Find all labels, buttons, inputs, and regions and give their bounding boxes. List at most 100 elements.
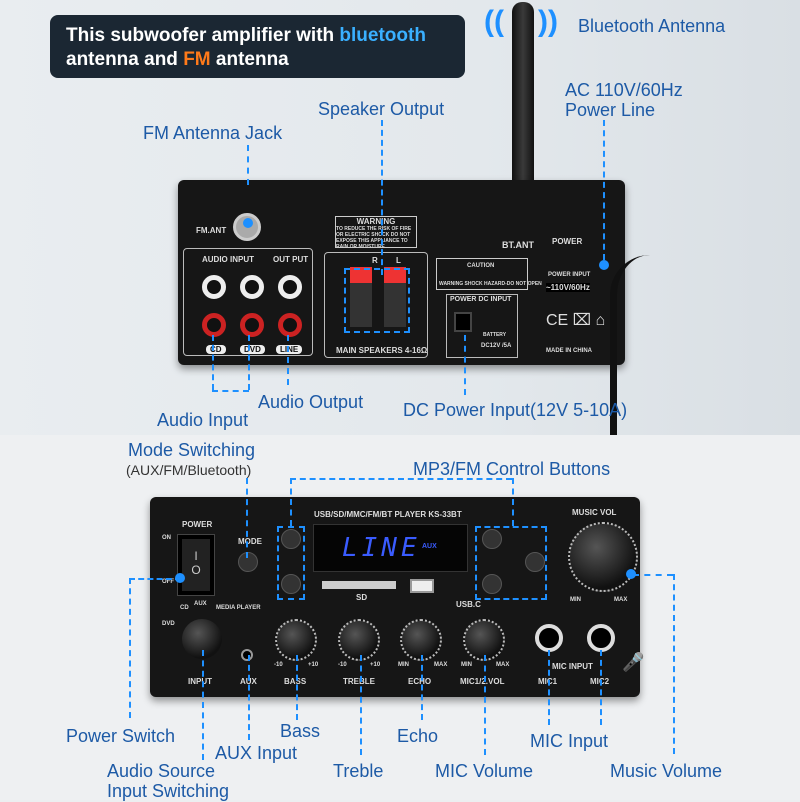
warning-title: WARNING: [356, 217, 396, 226]
mic2-jack[interactable]: [587, 624, 615, 652]
callout-dot: [243, 218, 253, 228]
rca-jack[interactable]: [240, 275, 264, 299]
usb-label: USB.C: [456, 600, 481, 609]
shock-warning: WARNING SHOCK HAZARD-DO NOT OPEN: [439, 281, 542, 287]
dvd-option: DVD: [162, 621, 175, 627]
callout-line: [633, 574, 673, 576]
warning-label: WARNING TO REDUCE THE RISK OF FIRE OR EL…: [335, 216, 417, 248]
callout-line: [246, 478, 248, 558]
callout-line: [129, 578, 181, 580]
dc-panel: [446, 294, 518, 358]
echo-callout: Echo: [397, 726, 439, 746]
mic-input-callout: MIC Input: [530, 731, 609, 751]
audio-input-label: AUDIO INPUT: [202, 255, 254, 264]
echo-max: MAX: [434, 662, 448, 668]
sd-slot[interactable]: [322, 581, 396, 589]
bass-knob[interactable]: [275, 619, 317, 661]
display-mode: AUX: [422, 543, 437, 550]
audio-input-callout: Audio Input: [157, 410, 249, 430]
callout-line: [202, 650, 204, 760]
headline-text: This subwoofer amplifier with: [66, 25, 340, 46]
mp3-buttons-callout: MP3/FM Control Buttons: [413, 459, 611, 479]
repeat-button[interactable]: [281, 574, 301, 594]
mode-button[interactable]: [238, 552, 258, 572]
off-label: OFF: [162, 579, 174, 585]
stop-button[interactable]: [281, 529, 301, 549]
speaker-terminal-r[interactable]: [350, 267, 372, 327]
mic-max: MAX: [496, 662, 510, 668]
audio-source-callout-2: Input Switching: [107, 781, 230, 801]
previous-button[interactable]: [482, 529, 502, 549]
mic1-jack[interactable]: [535, 624, 563, 652]
mic-min: MIN: [461, 662, 472, 668]
ce-mark: CE ⌧ ⌂: [546, 312, 606, 329]
speaker-terminal-l[interactable]: [384, 267, 406, 327]
dc-jack[interactable]: [454, 312, 472, 332]
fm-ant-label: FM.ANT: [196, 226, 227, 235]
treble-min: -10: [338, 662, 347, 668]
music-vol-label: MUSIC VOL: [572, 508, 617, 517]
rca-jack[interactable]: [278, 275, 302, 299]
microphone-icon: 🎤: [622, 652, 645, 672]
callout-line: [600, 650, 602, 725]
callout-line: [484, 655, 486, 755]
made-in-label: MADE IN CHINA: [546, 348, 592, 354]
echo-knob[interactable]: [400, 619, 442, 661]
audio-output-callout: Audio Output: [258, 392, 364, 412]
max-label: MAX: [614, 597, 628, 603]
next-button[interactable]: [482, 574, 502, 594]
music-volume-callout: Music Volume: [610, 761, 723, 781]
callout-line: [296, 655, 298, 720]
callout-line: [290, 478, 292, 526]
dc-rating: DC12V /5A: [481, 343, 512, 349]
usb-port[interactable]: [410, 579, 434, 593]
cd-option: CD: [180, 605, 189, 611]
power-cord: [610, 255, 650, 435]
fm-jack-callout: FM Antenna Jack: [143, 123, 283, 143]
headline-text: antenna: [210, 49, 289, 70]
echo-min: MIN: [398, 662, 409, 668]
sd-label: SD: [356, 593, 368, 602]
min-label: MIN: [570, 597, 581, 603]
bt-antenna-callout: Bluetooth Antenna: [578, 16, 726, 36]
mode-switching-subtext: (AUX/FM/Bluetooth): [126, 462, 252, 478]
main-speakers-label: MAIN SPEAKERS 4-16Ω: [336, 346, 428, 355]
callout-dot: [175, 573, 185, 583]
bass-label: BASS: [284, 677, 307, 686]
rca-jack[interactable]: [202, 275, 226, 299]
music-volume-knob[interactable]: [568, 522, 638, 592]
callout-line: [603, 120, 605, 260]
echo-label: ECHO: [408, 677, 432, 686]
l-label: L: [396, 256, 401, 265]
rca-jack[interactable]: [202, 313, 226, 337]
bass-callout: Bass: [280, 721, 321, 741]
ac-power-callout: AC 110V/60Hz: [565, 80, 683, 100]
mic2-label: MIC2: [590, 677, 610, 686]
dc-power-callout: DC Power Input(12V 5-10A): [403, 400, 628, 420]
play-pause-button[interactable]: [525, 552, 545, 572]
caution-label: CAUTION WARNING SHOCK HAZARD-DO NOT OPEN: [436, 258, 542, 290]
headline-highlight: bluetooth: [339, 25, 426, 46]
model-label: USB/SD/MMC/FM/BT PLAYER KS-33BT: [314, 510, 462, 519]
callout-line: [247, 145, 249, 185]
power-dc-label: POWER DC INPUT: [450, 296, 512, 303]
r-label: R: [372, 256, 378, 265]
aux-jack[interactable]: [241, 649, 253, 661]
bass-min: -10: [274, 662, 283, 668]
callout-line: [248, 655, 250, 740]
rca-jack[interactable]: [240, 313, 264, 337]
speaker-output-callout: Speaker Output: [318, 99, 445, 119]
treble-knob[interactable]: [338, 619, 380, 661]
warning-text: TO REDUCE THE RISK OF FIRE OR ELECTRIC S…: [336, 226, 412, 248]
mic-input-label: MIC INPUT: [552, 662, 593, 671]
callout-line: [512, 478, 514, 526]
speaker-panel: [324, 252, 428, 358]
rca-jack[interactable]: [278, 313, 302, 337]
headline-text: antenna and: [66, 49, 184, 70]
battery-label: BATTERY: [483, 332, 507, 338]
display-screen: LINE AUX: [313, 524, 468, 572]
callout-dot: [626, 569, 636, 579]
speaker-highlight-box: [344, 268, 410, 333]
bluetooth-signal-icon: ((: [484, 5, 504, 38]
